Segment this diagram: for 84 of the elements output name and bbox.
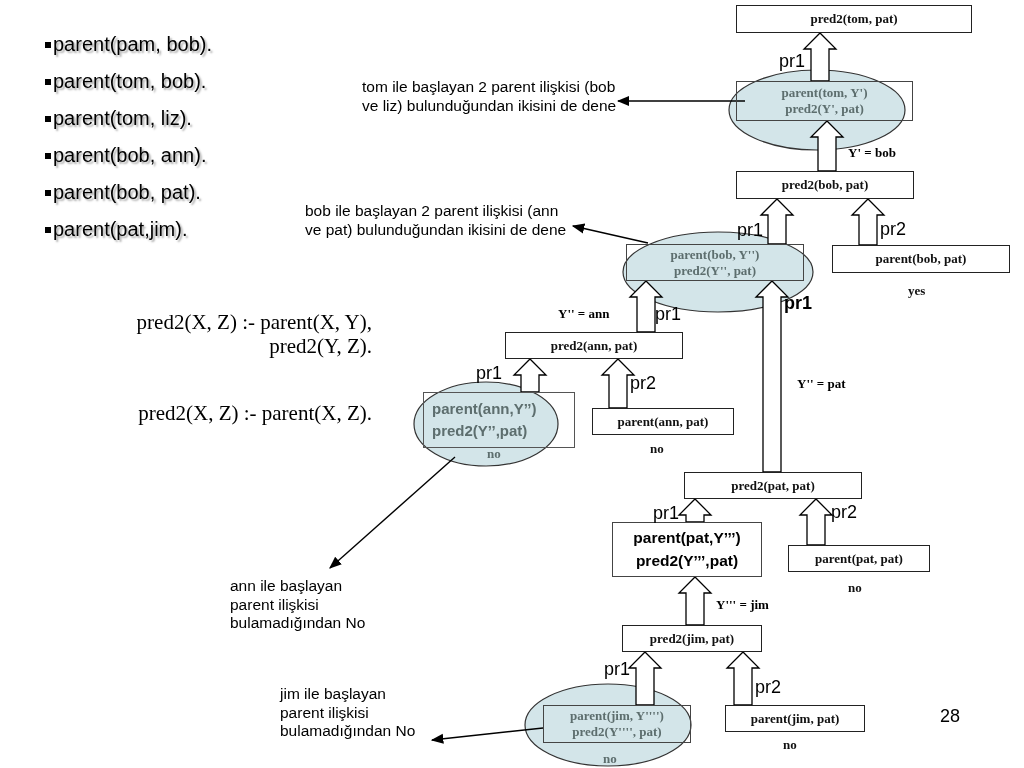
goal-text: parent(jim, Y'''') [570,708,664,724]
block-arrow [628,280,664,333]
edge-label: pr2 [880,220,906,238]
goal-text: pred2(jim, pat) [649,630,735,647]
edge-label: pr2 [755,678,781,696]
goal-text: pred2(bob, pat) [781,177,869,193]
edge-label: pr1 [604,660,630,678]
goal-box [736,5,972,33]
block-arrow [850,198,886,246]
rule-text: pred2(X, Z) :- parent(X, Z). [137,401,372,426]
goal-box [832,245,1010,273]
block-arrow [627,651,663,706]
edge-label: pr1 [737,221,763,239]
goal-text: parent(ann,Y’’) [432,399,537,420]
goal-text: parent(ann, pat) [617,413,709,430]
goal-text: pred2(Y’’’,pat) [635,550,739,571]
block-arrow [725,651,761,706]
arrow [616,95,746,107]
goal-box [592,408,734,435]
goal-text: parent(bob, Y'') [670,246,760,263]
goal-box [423,392,575,448]
block-arrow [759,198,795,245]
edge-label: pr1 [476,364,502,382]
goal-box [725,705,865,732]
fact-text: parent(pat,jim). [45,218,188,241]
edge-label: Y' = bob [848,146,896,159]
goal-box [612,522,762,577]
annotation-text-line: jim ile başlayan parent ilişkisi bulamadığından No [280,685,417,741]
edge-label: Y'' = ann [558,307,610,320]
annotation-text-line: tom ile başlayan 2 parent ilişkisi (bob ve liz) bulunduğundan ikisini de dene [362,78,618,116]
edge-label: Y''' = jim [716,598,769,611]
block-arrow [754,280,790,473]
goal-box [505,332,683,359]
goal-box [622,625,762,652]
fact-text: parent(tom, liz). [45,107,192,130]
goal-text: parent(jim, pat) [750,710,840,727]
goal-text: pred2(ann, pat) [550,337,638,354]
goal-box [736,171,914,199]
goal-text: pred2(Y’’,pat) [432,421,528,441]
branch-label: pr1 [655,304,681,325]
result-label: yes [908,283,926,299]
branch-label: pr1 [784,293,812,314]
result-label: no [848,580,862,596]
fact-text: parent(pam, bob). [45,33,212,56]
arrow [329,456,456,569]
goal-box [684,472,862,499]
result-label: no [487,446,501,462]
annotation-text-line: bob ile başlayan 2 parent ilişkisi (ann ve pat) bulunduğundan ikisini de dene [305,202,568,240]
arrow [430,727,544,744]
goal-text: pred2(Y', pat) [785,101,864,117]
goal-text: pred2(Y'', pat) [673,262,757,279]
goal-text: parent(tom, Y') [781,85,868,101]
page-number: 28 [940,706,961,727]
rule-text: pred2(X, Z) :- parent(X, Y), pred2(Y, Z). [135,310,372,359]
arrow [571,223,649,244]
edge-label: pr2 [630,374,656,392]
result-label: no [783,737,797,753]
edge-label: pr1 [653,504,679,522]
fact-text: parent(bob, pat). [45,181,201,204]
goal-box [543,705,691,743]
block-arrow [798,498,834,546]
goal-box [788,545,930,572]
block-arrow [802,32,838,82]
block-arrow [809,120,845,172]
goal-box [736,81,913,121]
block-arrow [677,576,713,626]
goal-text: parent(bob, pat) [875,251,967,267]
edge-label: Y'' = pat [797,377,846,390]
goal-text: parent(pat,Y’’’) [633,528,741,549]
goal-text: pred2(Y'''', pat) [572,724,662,740]
fact-text: parent(bob, ann). [45,144,207,167]
goal-text: parent(pat, pat) [815,550,903,567]
annotation-text-line: ann ile başlayan parent ilişkisi bulamadığından No [230,577,367,633]
result-label: no [650,441,664,457]
result-label: no [603,751,617,767]
block-arrow [600,358,636,409]
edge-label: pr2 [831,503,857,521]
goal-text: pred2(tom, pat) [810,11,898,27]
edge-label: pr1 [779,52,805,70]
goal-text: pred2(pat, pat) [731,477,815,494]
goal-box [626,244,804,281]
block-arrow [677,498,713,523]
fact-text: parent(tom, bob). [45,70,207,93]
block-arrow [512,358,548,393]
